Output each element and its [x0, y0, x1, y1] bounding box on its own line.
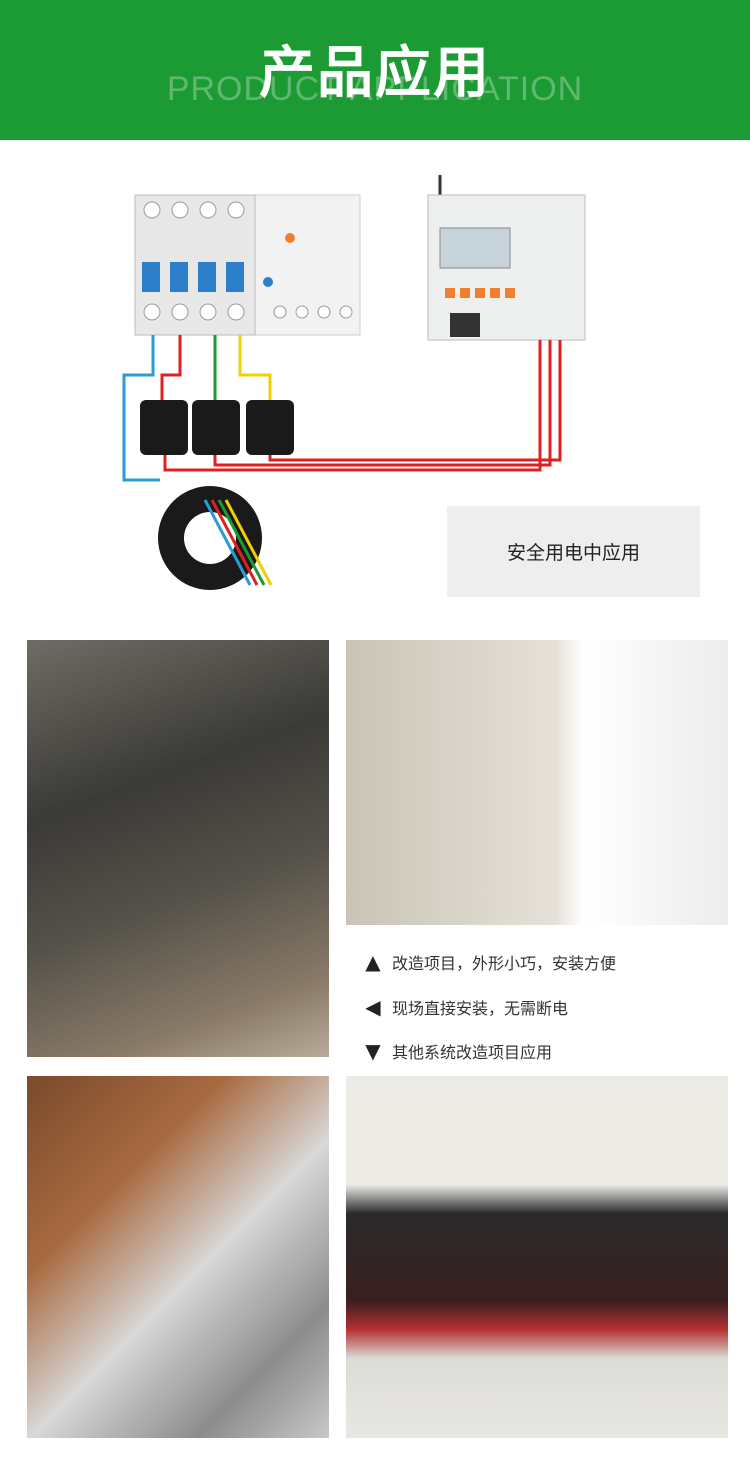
caption-item: ▲ 改造项目，外形小巧，安装方便: [362, 940, 732, 985]
triangle-down-icon: ▼: [365, 1039, 381, 1064]
caption-text: 改造项目，外形小巧，安装方便: [392, 954, 617, 974]
diagram-label: 安全用电中应用: [447, 506, 700, 597]
photo-breaker-array-ct: [346, 1076, 728, 1438]
monitoring-device: [427, 175, 586, 341]
caption-item: ◀ 现场直接安装，无需断电: [362, 985, 732, 1030]
page-header: PRODUCT APPLICATION 产品应用: [0, 0, 750, 140]
triangle-up-icon: ▲: [365, 950, 381, 975]
residual-current-transformer: [158, 486, 273, 590]
photo-busbar-ct: [27, 1076, 329, 1438]
wiring-diagram: [122, 175, 586, 590]
header-title: 产品应用: [259, 41, 491, 106]
caption-text: 其他系统改造项目应用: [392, 1043, 553, 1063]
photo-retrofit-panel: [27, 640, 329, 1057]
header-subtitle: PRODUCT APPLICATION: [166, 70, 584, 108]
caption-item: ▼ 其他系统改造项目应用: [362, 1029, 732, 1074]
wires: [122, 335, 562, 482]
photo-distribution-box: [346, 640, 728, 925]
caption-text: 现场直接安装，无需断电: [392, 998, 569, 1018]
triangle-left-icon: ◀: [365, 994, 381, 1019]
circuit-breaker: [134, 194, 361, 336]
current-transformers: [140, 400, 294, 455]
caption-list: ▲ 改造项目，外形小巧，安装方便 ◀ 现场直接安装，无需断电 ▼ 其他系统改造项…: [362, 940, 732, 1074]
